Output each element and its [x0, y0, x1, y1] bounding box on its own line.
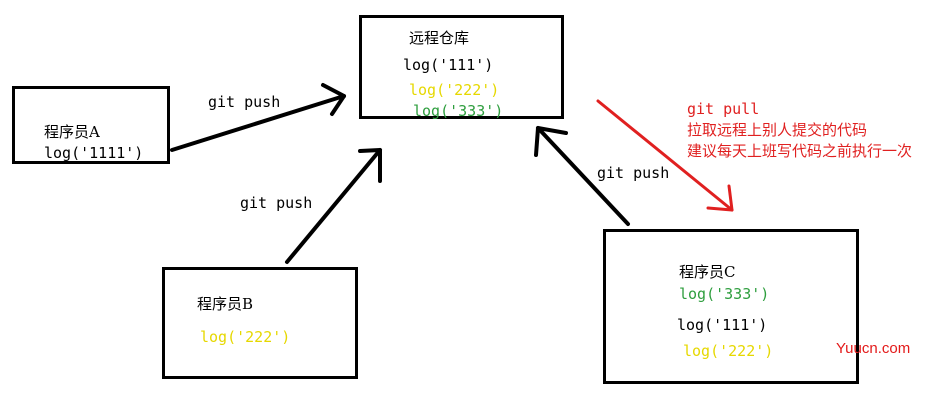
dev-a-box: 程序员A log('1111'): [12, 86, 170, 164]
remote-log-2: log('222'): [409, 81, 500, 99]
dev-c-log-1: log('333'): [679, 285, 770, 303]
remote-repo-title: 远程仓库: [409, 29, 470, 47]
git-push-label-c: git push: [597, 164, 670, 182]
git-push-label-a: git push: [208, 93, 281, 111]
arrow-c-to-remote: [534, 126, 630, 226]
remote-log-1: log('111'): [403, 56, 494, 74]
remote-log-3: log('333'): [413, 102, 504, 120]
dev-c-title: 程序员C: [679, 263, 736, 281]
arrow-b-to-remote: [285, 148, 382, 264]
git-push-label-b: git push: [240, 194, 313, 212]
dev-a-title: 程序员A: [44, 123, 100, 141]
pull-note-line-1: 拉取远程上别人提交的代码: [687, 121, 868, 139]
arrow-pull-to-c: [596, 99, 734, 212]
dev-c-log-3: log('222'): [683, 342, 774, 360]
dev-c-box: 程序员C log('333') log('111') log('222'): [603, 229, 859, 384]
dev-a-log: log('1111'): [44, 144, 144, 162]
remote-repo-box: 远程仓库 log('111') log('222') log('333'): [359, 15, 564, 120]
dev-b-box: 程序员B log('222'): [162, 267, 358, 379]
dev-b-title: 程序员B: [197, 295, 254, 313]
dev-c-log-2: log('111'): [677, 316, 768, 334]
git-pull-label: git pull: [687, 100, 760, 118]
pull-note-line-2: 建议每天上班写代码之前执行一次: [687, 142, 913, 160]
arrow-a-to-remote: [170, 83, 346, 152]
watermark-text: Yuucn.com: [836, 340, 911, 357]
dev-b-log: log('222'): [200, 328, 291, 346]
